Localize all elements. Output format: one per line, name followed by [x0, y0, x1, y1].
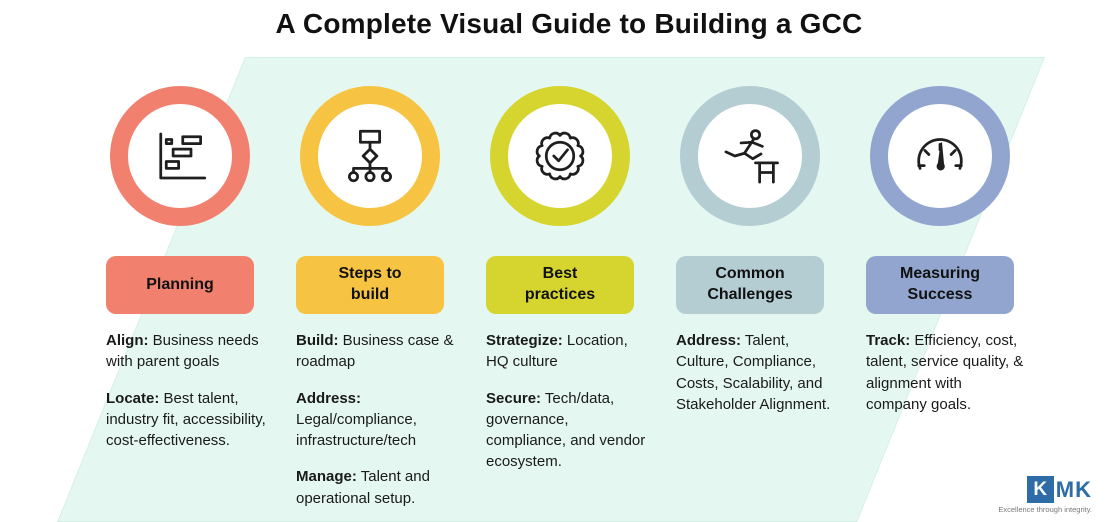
point-lead: Address:	[676, 332, 742, 349]
best-practices-point: Strategize: Location, HQ culture	[486, 330, 646, 373]
gauge-icon	[917, 138, 963, 171]
point-text: Talent, Culture, Compliance, Costs, Scal…	[676, 332, 831, 413]
point-lead: Manage:	[296, 468, 357, 486]
badge-measuring-success: Measuring Success	[866, 256, 1014, 314]
hurdle-icon	[724, 129, 779, 184]
columns-row: Planning Align: Business needs with pare…	[92, 86, 1028, 522]
kmk-logo-row: K MK	[998, 476, 1092, 503]
kmk-logo-tagline: Excellence through integrity.	[998, 505, 1092, 514]
point-lead: Align:	[106, 332, 149, 349]
point-text: Business case & roadmap	[296, 332, 454, 371]
point-text: Business needs with parent goals	[106, 332, 259, 371]
column-common-challenges: Common Challenges Address: Talent, Cultu…	[662, 86, 838, 522]
challenges-body: Address: Talent, Culture, Compliance, Co…	[662, 330, 838, 415]
point-text: Legal/compliance, infrastructure/tech	[296, 410, 417, 450]
planning-point: Locate: Best talent, industry fit, acces…	[106, 388, 266, 452]
challenges-point: Address: Talent, Culture, Compliance, Co…	[676, 330, 836, 415]
steps-point: Manage: Talent and operational setup.	[296, 466, 456, 509]
badge-common-challenges: Common Challenges	[676, 256, 824, 314]
badge-planning: Planning	[106, 256, 254, 314]
steps-ring	[300, 86, 440, 226]
column-planning: Planning Align: Business needs with pare…	[92, 86, 268, 522]
point-text: Location, HQ culture	[486, 332, 628, 371]
badge-steps-to-build: Steps to build	[296, 256, 444, 314]
measuring-body: Track: Efficiency, cost, talent, service…	[852, 330, 1028, 415]
point-text: Tech/data, governance, compliance, and v…	[486, 389, 646, 471]
best-practices-ring	[490, 86, 630, 226]
column-measuring-success: Measuring Success Track: Efficiency, cos…	[852, 86, 1028, 522]
measuring-point: Track: Efficiency, cost, talent, service…	[866, 330, 1026, 415]
best-practices-body: Strategize: Location, HQ culture Secure:…	[472, 330, 648, 473]
point-lead: Track:	[866, 332, 911, 349]
planning-body: Align: Business needs with parent goals …	[92, 330, 268, 451]
point-lead: Build:	[296, 332, 339, 349]
column-steps-to-build: Steps to build Build: Business case & ro…	[282, 86, 458, 522]
gantt-chart-icon	[159, 132, 207, 180]
kmk-logo-letters: MK	[1055, 476, 1092, 502]
challenges-ring	[680, 86, 820, 226]
planning-point: Align: Business needs with parent goals	[106, 330, 266, 373]
steps-point: Build: Business case & roadmap	[296, 330, 456, 373]
page-title: A Complete Visual Guide to Building a GC…	[275, 8, 863, 39]
measuring-ring	[870, 86, 1010, 226]
point-text: Best talent, industry fit, accessibility…	[106, 389, 266, 450]
point-lead: Locate:	[106, 389, 160, 407]
kmk-logo: K MK Excellence through integrity.	[998, 476, 1092, 514]
point-lead: Strategize:	[486, 332, 563, 349]
badge-best-practices: Best practices	[486, 256, 634, 314]
point-text: Talent and operational setup.	[296, 468, 430, 507]
point-lead: Address:	[296, 389, 362, 407]
point-text: Efficiency, cost, talent, service qualit…	[866, 332, 1024, 413]
steps-point: Address: Legal/compliance, infrastructur…	[296, 388, 456, 452]
kmk-logo-mark: K	[1026, 476, 1054, 503]
org-chart-icon	[348, 129, 392, 183]
point-lead: Secure:	[486, 389, 542, 407]
steps-body: Build: Business case & roadmap Address: …	[282, 330, 458, 509]
planning-ring	[110, 86, 250, 226]
certified-badge-icon	[535, 131, 585, 181]
best-practices-point: Secure: Tech/data, governance, complianc…	[486, 388, 646, 473]
column-best-practices: Best practices Strategize: Location, HQ …	[472, 86, 648, 522]
